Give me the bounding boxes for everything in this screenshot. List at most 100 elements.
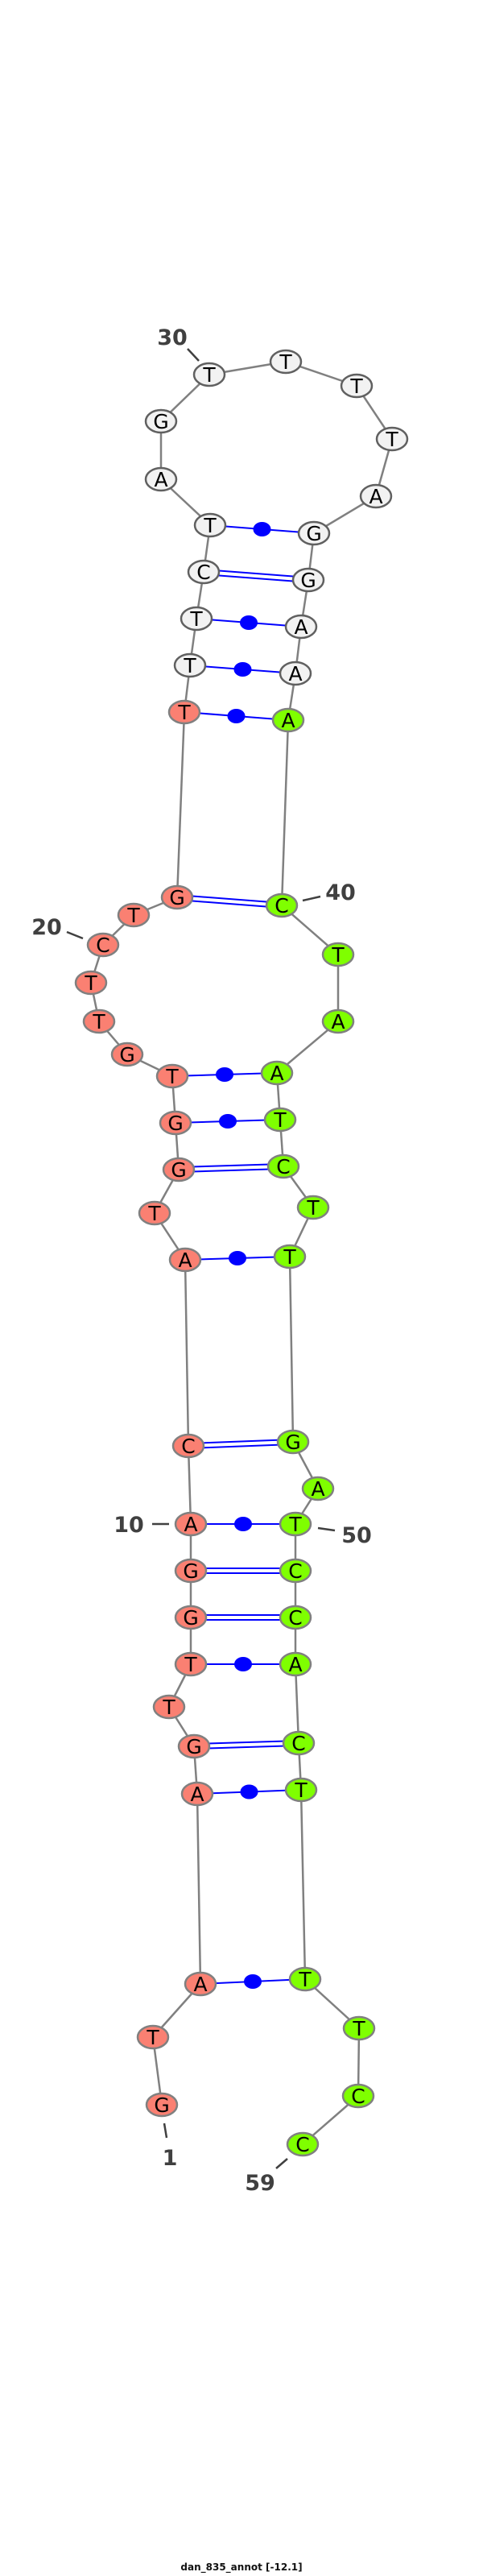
nucleotide-circle [321,1008,355,1034]
nucleotide-letter: T [184,1653,197,1676]
position-tick [187,348,200,362]
nucleotide-10: A [174,1511,208,1537]
nucleotide-letter: T [306,1196,320,1220]
nucleotide-circle [286,2131,320,2157]
nucleotide-letter: T [298,1968,312,1991]
nucleotide-circle [266,1153,300,1179]
pair-dot [253,522,271,536]
nucleotide-letter: A [184,1513,197,1536]
nucleotide-letter: T [92,1010,105,1033]
nucleotide-circle [359,483,393,509]
nucleotide-letter: G [285,1431,300,1454]
nucleotide-letter: T [279,350,292,374]
nucleotide-letter: G [186,1735,201,1758]
nucleotide-circle [86,932,120,958]
nucleotide-circle [82,1008,116,1034]
nucleotide-circle [279,1605,312,1630]
nucleotide-circle [279,1511,312,1537]
nucleotide-17: G [110,1042,144,1067]
nucleotide-circle [117,902,151,928]
nucleotide-52: C [279,1605,312,1630]
nucleotide-circle [180,1781,214,1807]
nucleotide-31: T [269,349,303,375]
nucleotide-circle [279,661,312,686]
canonical-pair-line [203,574,309,583]
nucleotide-54: C [282,1730,316,1756]
canonical-pair-line [178,1168,284,1173]
nucleotide-letter: C [351,2085,365,2108]
position-label-20: 20 [31,915,62,940]
nucleotide-circle [144,466,178,492]
nucleotide-circle [279,1651,312,1677]
nucleotide-32: T [340,373,374,399]
nucleotide-42: A [321,1008,355,1034]
nucleotide-circle [291,567,325,593]
nucleotide-letter: G [153,410,168,433]
nucleotide-letter: T [385,428,398,451]
nucleotide-11: C [171,1433,205,1459]
nucleotide-circle [321,942,355,967]
nucleotide-15: G [159,1110,192,1136]
nucleotide-14: G [162,1157,196,1182]
nucleotide-34: A [359,483,393,509]
nucleotide-letter: G [300,569,316,592]
pair-dot [219,1114,237,1129]
nucleotide-circle [174,1651,208,1677]
nucleotide-letter: T [283,1245,296,1269]
nucleotide-58: C [341,2083,375,2109]
position-tick [66,930,84,940]
nucleotide-circle [273,1244,307,1269]
nucleotide-circle [177,1733,211,1759]
nucleotide-37: A [284,614,318,640]
nucleotide-circle [184,1971,217,1997]
nucleotide-circle [171,1433,205,1459]
nucleotide-circle [340,373,374,399]
nucleotide-2: T [136,2024,170,2050]
canonical-pair-line [176,894,283,904]
nucleotide-circle [155,1063,189,1089]
nucleotide-circle [174,1558,208,1584]
nucleotide-letter: T [331,943,345,967]
nucleotide-3: A [184,1971,217,1997]
nucleotide-circle [160,884,194,910]
nucleotide-letter: C [295,2133,309,2156]
nucleotide-letter: G [183,1606,198,1630]
nucleotide-circle [187,559,221,585]
nucleotide-letter: A [154,468,167,491]
nucleotide-letter: G [183,1559,198,1583]
nucleotide-letter: A [331,1010,345,1033]
nucleotide-letter: G [169,886,184,909]
nucleotide-48: G [276,1429,310,1455]
position-tick [163,2123,168,2139]
backbone-link [299,1789,307,1980]
position-label-10: 10 [114,1513,144,1538]
nucleotide-circle [269,349,303,375]
nucleotide-12: A [168,1247,202,1273]
nucleotide-letter: T [126,904,140,927]
backbone-link [187,1445,192,1525]
nucleotide-44: T [263,1107,297,1133]
position-label-40: 40 [325,880,356,905]
pair-dot [234,1657,252,1671]
position-tick [302,895,321,902]
nucleotide-59: C [286,2131,320,2157]
nucleotide-51: C [279,1558,312,1584]
position-label-30: 30 [157,325,188,350]
backbone-link [288,1256,295,1443]
nucleotide-33: T [375,426,409,452]
nucleotide-4: A [180,1781,214,1807]
nucleotide-45: C [266,1153,300,1179]
nucleotide-circle [282,1730,316,1756]
pair-dot [244,1974,262,1989]
nucleotide-28: A [144,466,178,492]
nucleotide-7: T [174,1651,208,1677]
nucleotide-circle [342,2015,376,2041]
nucleotide-24: T [173,652,207,678]
nucleotide-30: T [192,362,226,387]
nucleotide-letter: T [349,375,363,398]
nucleotide-50: T [279,1511,312,1537]
nucleotide-letter: T [165,1065,179,1088]
nucleotide-letter: T [203,514,217,537]
nucleotide-43: A [260,1060,294,1086]
nucleotide-letter: A [178,1249,192,1272]
